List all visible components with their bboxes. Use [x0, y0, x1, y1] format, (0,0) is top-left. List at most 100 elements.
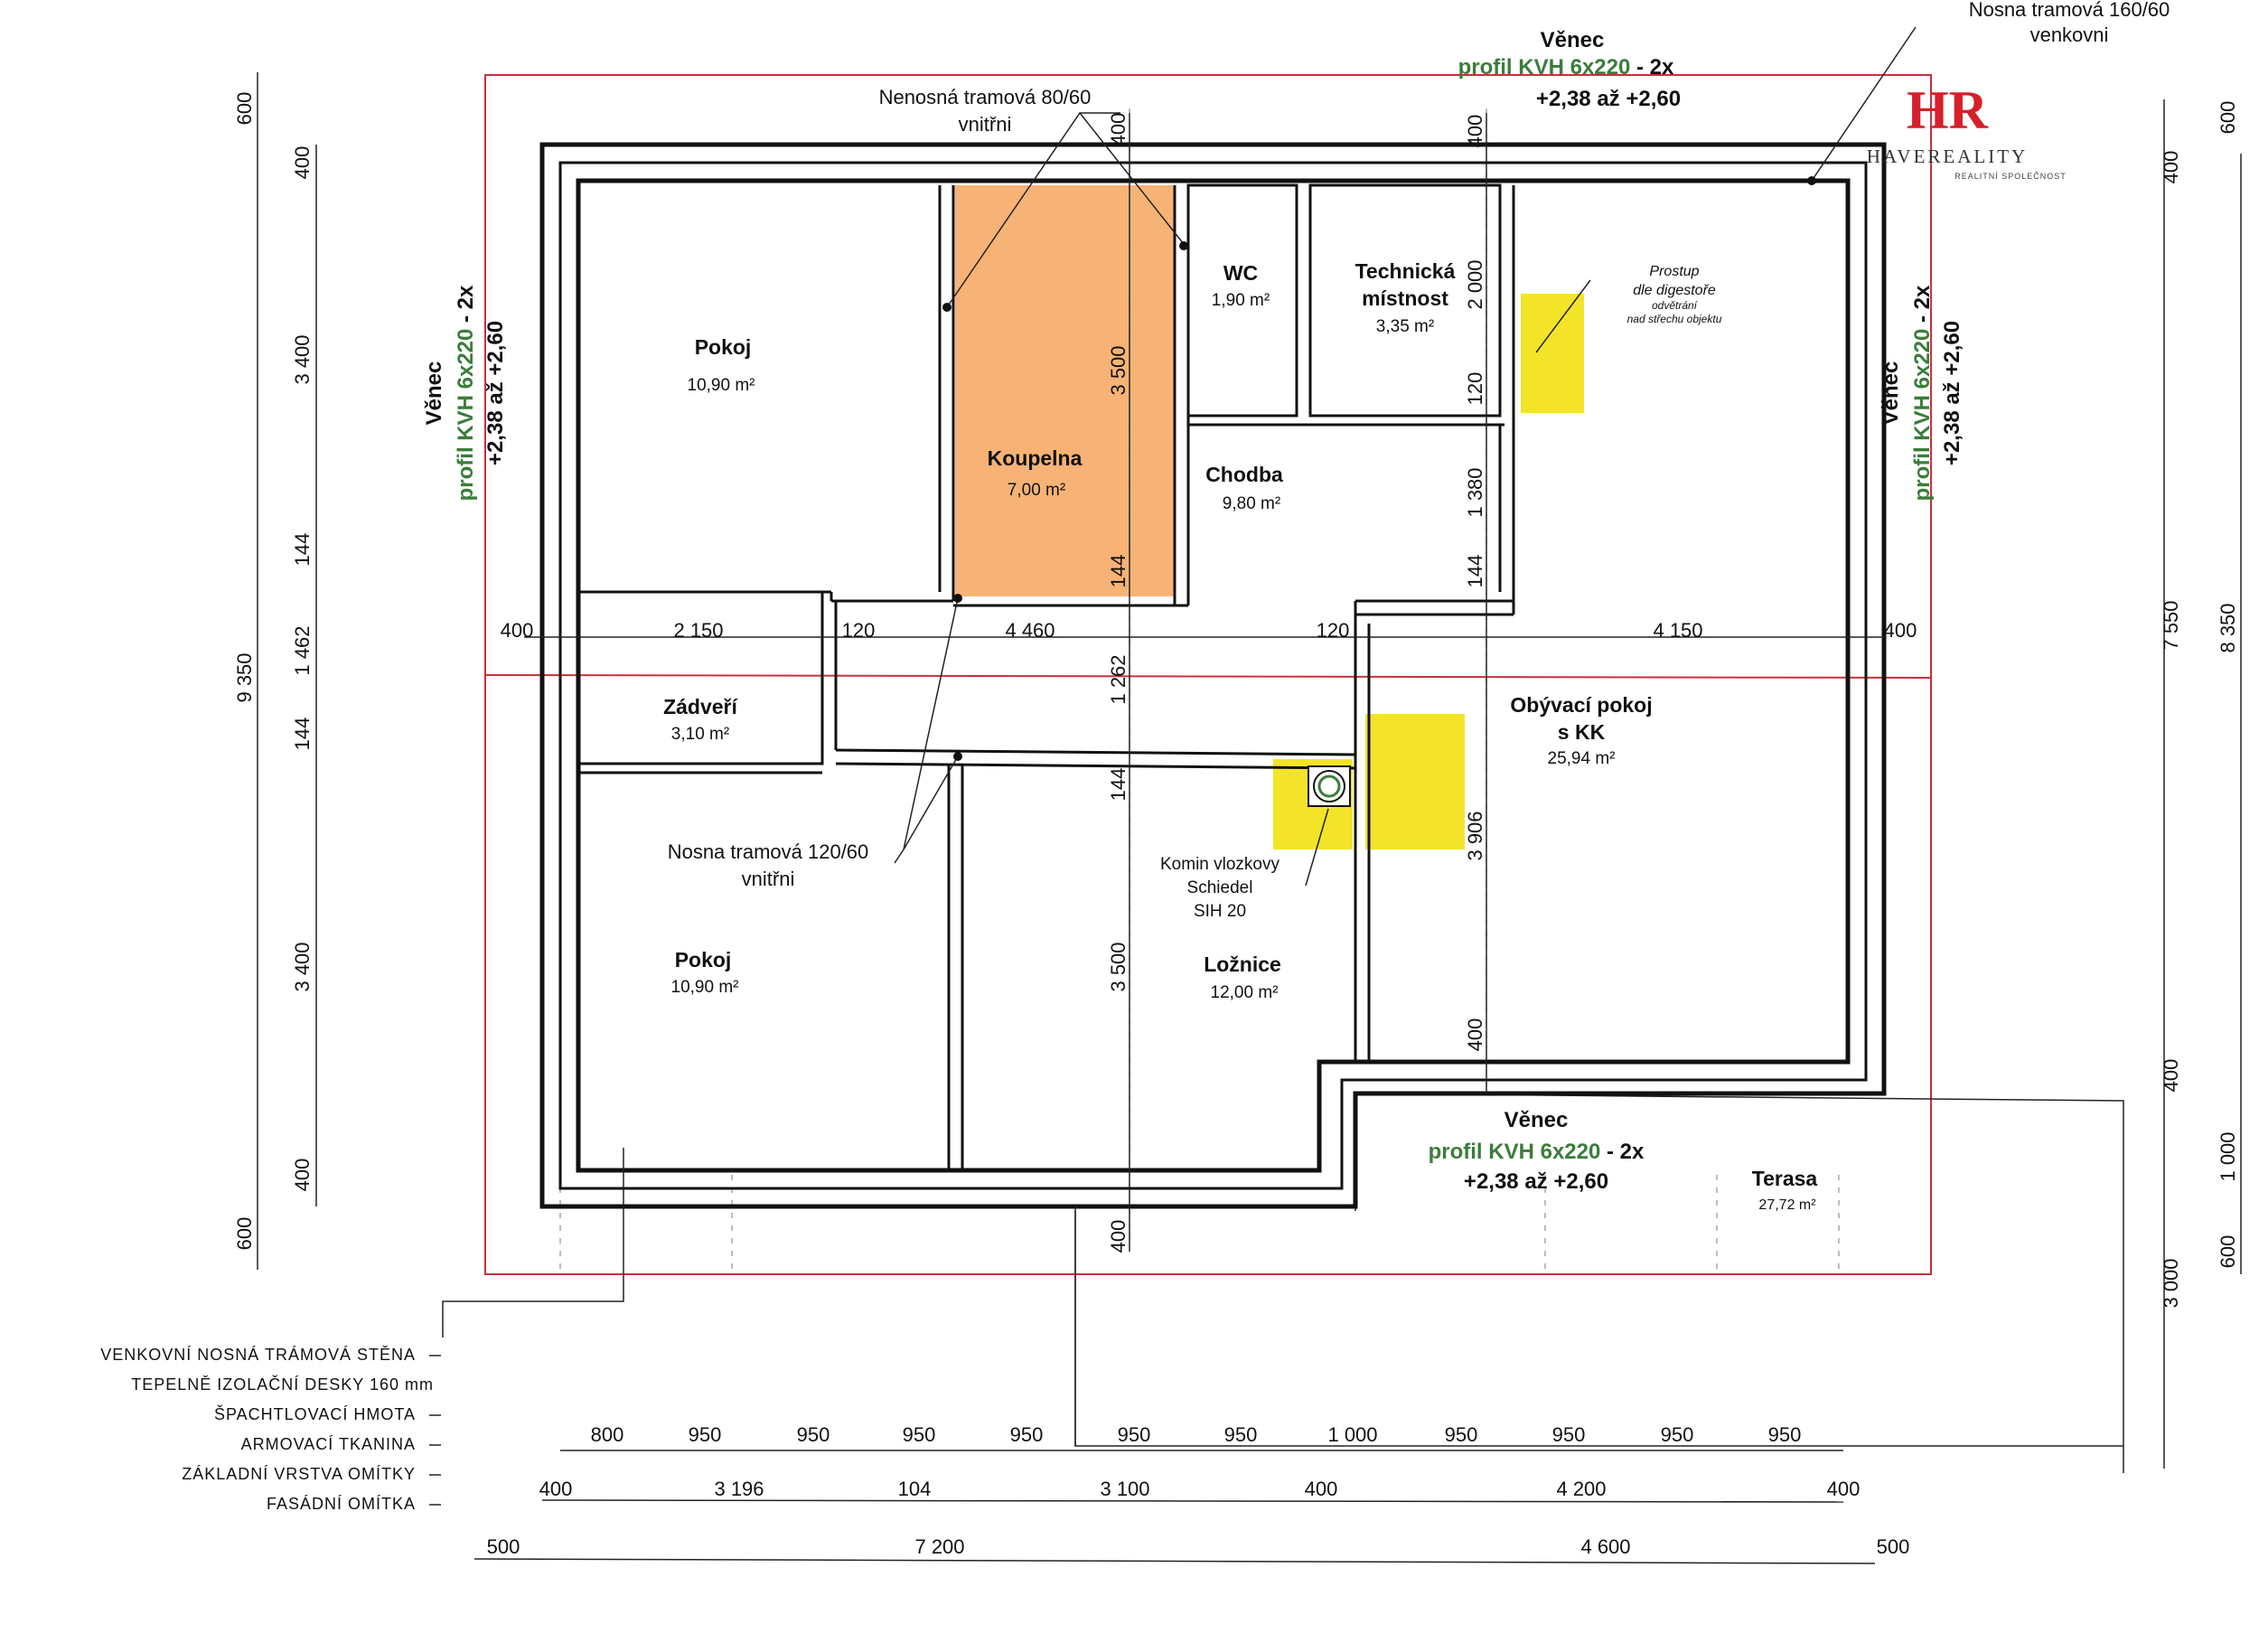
exterior-wall-inner	[576, 178, 1851, 1173]
venec-bottom-title: Věnec	[1504, 1108, 1569, 1132]
dimension-label: 400	[1107, 113, 1130, 146]
terrace-outline	[1354, 1093, 2124, 1473]
venec-bottom-suffix: - 2x	[1600, 1140, 1645, 1164]
dimension-label: 9 350	[233, 652, 256, 702]
room-koupelna-name: Koupelna	[988, 446, 1083, 470]
venec-left-height: +2,38 až +2,60	[483, 321, 508, 465]
dimension-label: 400	[1884, 619, 1917, 642]
dimension-label: 950	[1224, 1423, 1258, 1446]
room-technicka-name1: Technická	[1355, 259, 1456, 283]
room-loznice-area: 12,00 m²	[1211, 983, 1279, 1002]
leader-lines	[442, 26, 2123, 1447]
dimension-label: 1 262	[1107, 654, 1130, 704]
dimension-label: 144	[291, 718, 314, 751]
dimension-label: 3 000	[2160, 1258, 2182, 1308]
dimension-label: 400	[501, 619, 534, 642]
legend-item: FASÁDNÍ OMÍTKA	[267, 1495, 416, 1513]
dimension-label: 4 600	[1580, 1535, 1630, 1558]
venec-right-profile: profil KVH 6x220 - 2x	[1910, 285, 1935, 501]
dimension-label: 3 400	[291, 942, 314, 991]
room-loznice-name: Ložnice	[1204, 953, 1281, 976]
room-pokoj-top-name: Pokoj	[695, 335, 752, 359]
dimension-label: 120	[1464, 372, 1486, 406]
dimension-label: 400	[2160, 151, 2182, 184]
legend-item: VENKOVNÍ NOSNÁ TRÁMOVÁ STĚNA	[100, 1346, 416, 1364]
venec-right-title: Věnec	[1879, 361, 1903, 426]
dimension-label: 1 000	[1327, 1423, 1377, 1446]
dimension-label: 400	[1464, 1018, 1486, 1052]
dimension-label: 950	[1768, 1423, 1802, 1446]
venec-left-profile-green: profil KVH 6x220	[454, 329, 478, 502]
chimney	[1308, 765, 1351, 807]
dimension-label: 600	[233, 1217, 256, 1251]
dimension-label: 500	[1877, 1535, 1910, 1558]
room-terasa-area: 27,72 m²	[1758, 1197, 1816, 1213]
room-obyvaci-name2: s KK	[1558, 720, 1606, 744]
logo-name: HAVEREALITY	[1867, 145, 2028, 167]
dimension-label: 8 350	[2217, 603, 2239, 652]
beam-dot-4	[953, 752, 962, 761]
dimension-label: 600	[2217, 1235, 2239, 1269]
venec-left: Věnec profil KVH 6x220 - 2x +2,38 až +2,…	[422, 285, 508, 501]
dimension-lines	[257, 72, 2242, 1564]
prostup-fill	[1521, 294, 1584, 413]
room-koupelna-area: 7,00 m²	[1008, 481, 1065, 500]
venec-right-profile-green: profil KVH 6x220	[1910, 329, 1935, 502]
venec-left-profile: profil KVH 6x220 - 2x	[454, 285, 478, 501]
dimension-label: 2 000	[1464, 259, 1486, 309]
note-komin-line1: Komin vlozkovy	[1160, 855, 1279, 874]
dimension-label: 400	[291, 1159, 314, 1192]
dimension-label: 600	[233, 92, 256, 126]
dimension-label: 950	[903, 1423, 936, 1446]
dimension-label: 950	[689, 1423, 722, 1446]
beam-dot-5	[1807, 176, 1816, 185]
logo-tagline: REALITNÍ SPOLEČNOST	[1954, 172, 2067, 181]
note-nosna-int-line1: Nosna tramová 120/60	[668, 840, 869, 863]
room-technicka-area: 3,35 m²	[1376, 317, 1434, 336]
venec-bottom-height: +2,38 až +2,60	[1464, 1169, 1608, 1194]
dimension-label: 4 200	[1556, 1478, 1606, 1500]
room-obyvaci-area: 25,94 m²	[1548, 749, 1616, 768]
note-nosna-ext-line1: Nosna tramová 160/60	[1969, 0, 2170, 21]
note-nenosna-line2: vnitřni	[959, 113, 1012, 136]
dimension-label: 400	[1107, 1220, 1130, 1253]
dimension-label: 4 150	[1653, 619, 1702, 642]
komin-fill-right	[1365, 714, 1465, 849]
venec-right: Věnec profil KVH 6x220 - 2x +2,38 až +2,…	[1879, 285, 1964, 501]
dimension-label: 120	[1317, 619, 1350, 642]
legend-item: ŠPACHTLOVACÍ HMOTA	[214, 1404, 416, 1423]
venec-top-suffix: - 2x	[1630, 55, 1674, 80]
note-komin-line2: Schiedel	[1187, 878, 1253, 897]
dimension-label: 1 000	[2217, 1131, 2239, 1181]
dimension-label: 7 200	[914, 1535, 964, 1558]
dimension-label: 400	[2160, 1059, 2182, 1093]
note-prostup-line2: dle digestoře	[1633, 283, 1716, 298]
interior-walls	[576, 183, 1515, 1170]
note-prostup-line3: odvětrání	[1652, 299, 1699, 312]
note-nosna-ext-line2: venkovni	[2030, 23, 2109, 46]
dimension-label: 104	[898, 1478, 932, 1500]
dimension-label: 3 906	[1464, 811, 1486, 860]
dimension-label: 800	[591, 1423, 624, 1446]
exterior-wall-mid	[558, 161, 1868, 1190]
chimney-flue-outer	[1313, 770, 1345, 803]
dimension-label: 144	[291, 533, 314, 567]
dimension-label: 950	[1661, 1423, 1694, 1446]
section-line	[484, 674, 1932, 679]
room-zadveri-area: 3,10 m²	[671, 725, 729, 744]
dimension-label: 144	[1107, 555, 1130, 588]
venec-right-height: +2,38 až +2,60	[1940, 321, 1964, 465]
legend-item: ZÁKLADNÍ VRSTVA OMÍTKY	[182, 1465, 416, 1483]
beam-dot-3	[953, 594, 962, 603]
dimension-label: 400	[1827, 1478, 1861, 1500]
beam-dot-1	[942, 303, 951, 312]
dimension-label: 120	[842, 619, 876, 642]
note-nenosna-line1: Nenosná tramová 80/60	[879, 86, 1092, 108]
room-zadveri-name: Zádveří	[663, 695, 738, 718]
venec-left-suffix: - 2x	[454, 285, 478, 329]
dimension-label: 3 500	[1107, 942, 1130, 991]
venec-top-profile-green: profil KVH 6x220	[1458, 55, 1631, 80]
dimension-label: 3 400	[291, 334, 314, 384]
